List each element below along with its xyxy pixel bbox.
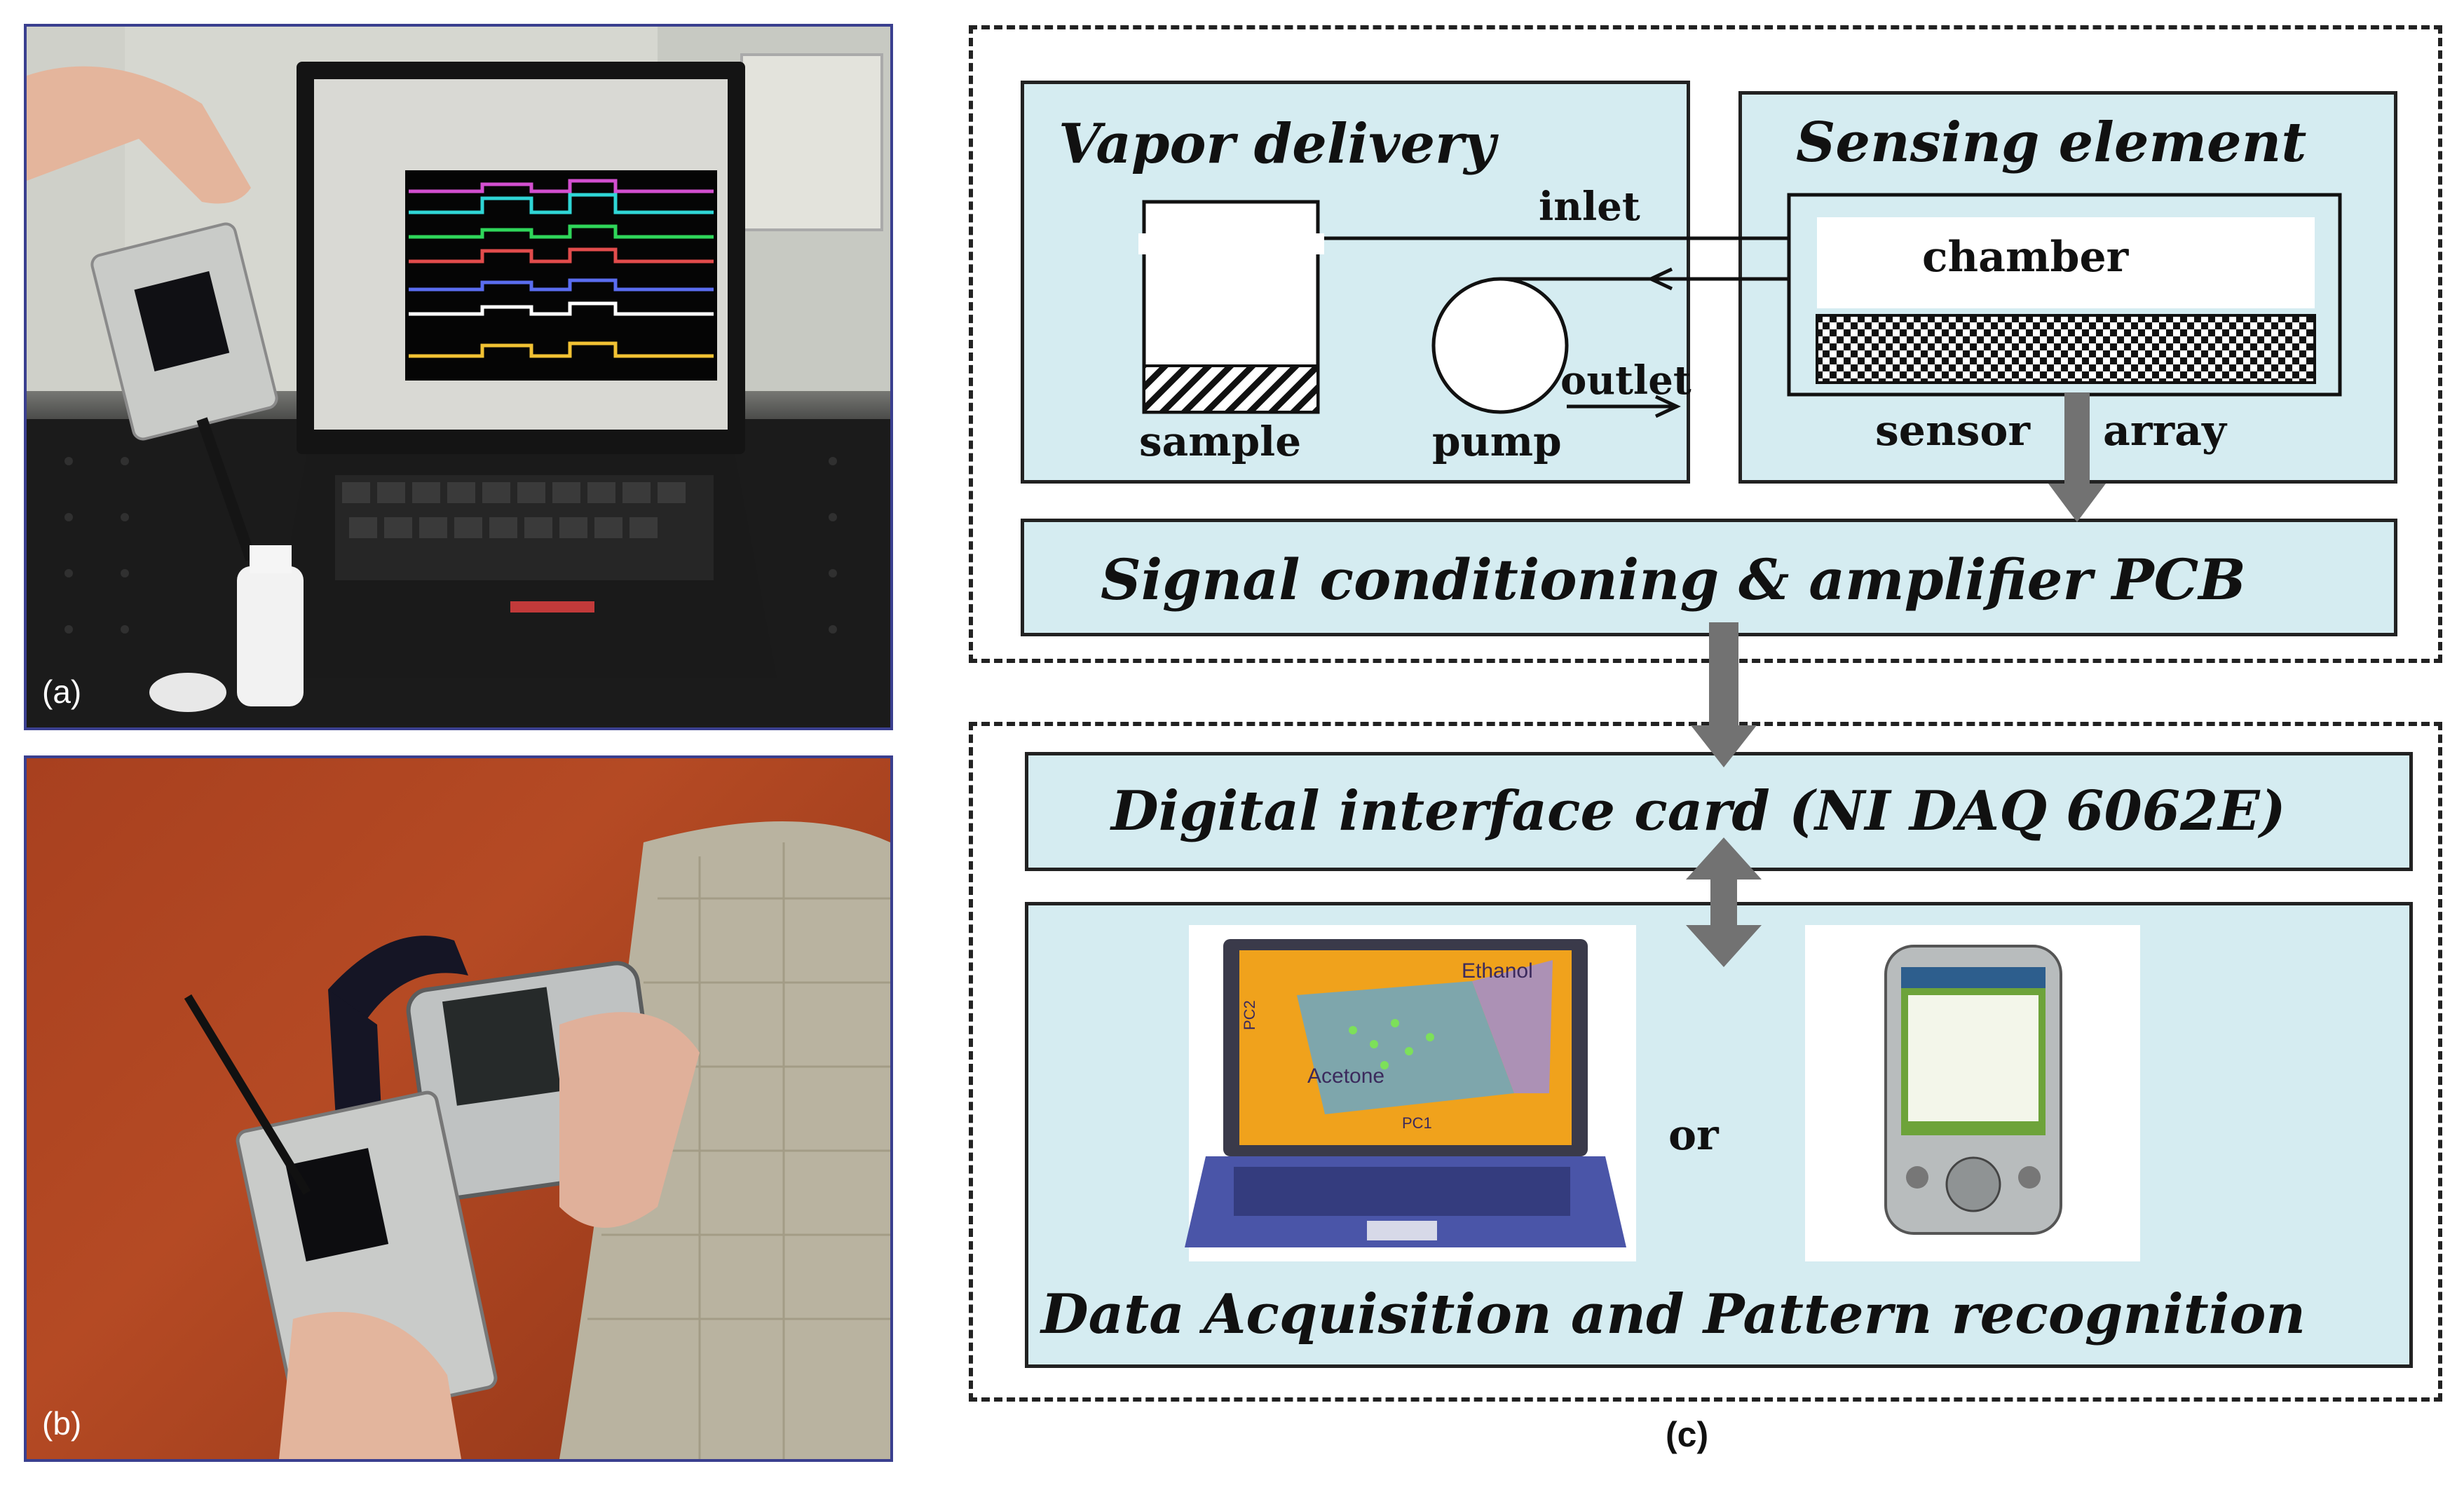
vapor-delivery-box — [1021, 81, 1690, 484]
pump-label: pump — [1432, 418, 1562, 465]
processing-module-group — [969, 722, 2442, 1402]
sensing-element-title: Sensing element — [1796, 111, 2307, 174]
photo-a-laptop-setup: (a) — [24, 24, 893, 730]
sample-label: sample — [1139, 418, 1302, 465]
photo-b-illustration — [184, 821, 890, 1459]
panel-c-label: (c) — [1666, 1415, 1709, 1454]
outlet-label: outlet — [1560, 357, 1692, 404]
photo-b-handheld-device: (b) — [24, 755, 893, 1462]
sensing-module-group — [969, 25, 2442, 663]
sensor-label: sensor — [1875, 406, 2030, 456]
array-label: array — [2103, 406, 2226, 456]
inlet-label: inlet — [1539, 184, 1640, 230]
chamber-label: chamber — [1922, 233, 2129, 282]
photo-a-illustration — [27, 27, 890, 727]
digital-interface-label: Digital interface card (NI DAQ 6062E) — [1111, 779, 2286, 843]
or-label: or — [1668, 1111, 1719, 1160]
signal-conditioning-label: Signal conditioning & amplifier PCB — [1101, 547, 2246, 613]
panel-a-label: (a) — [42, 673, 82, 710]
data-acquisition-label: Data Acquisition and Pattern recognition — [1041, 1282, 2306, 1346]
vapor-delivery-title: Vapor delivery — [1059, 112, 1496, 176]
panel-b-label: (b) — [42, 1405, 82, 1442]
